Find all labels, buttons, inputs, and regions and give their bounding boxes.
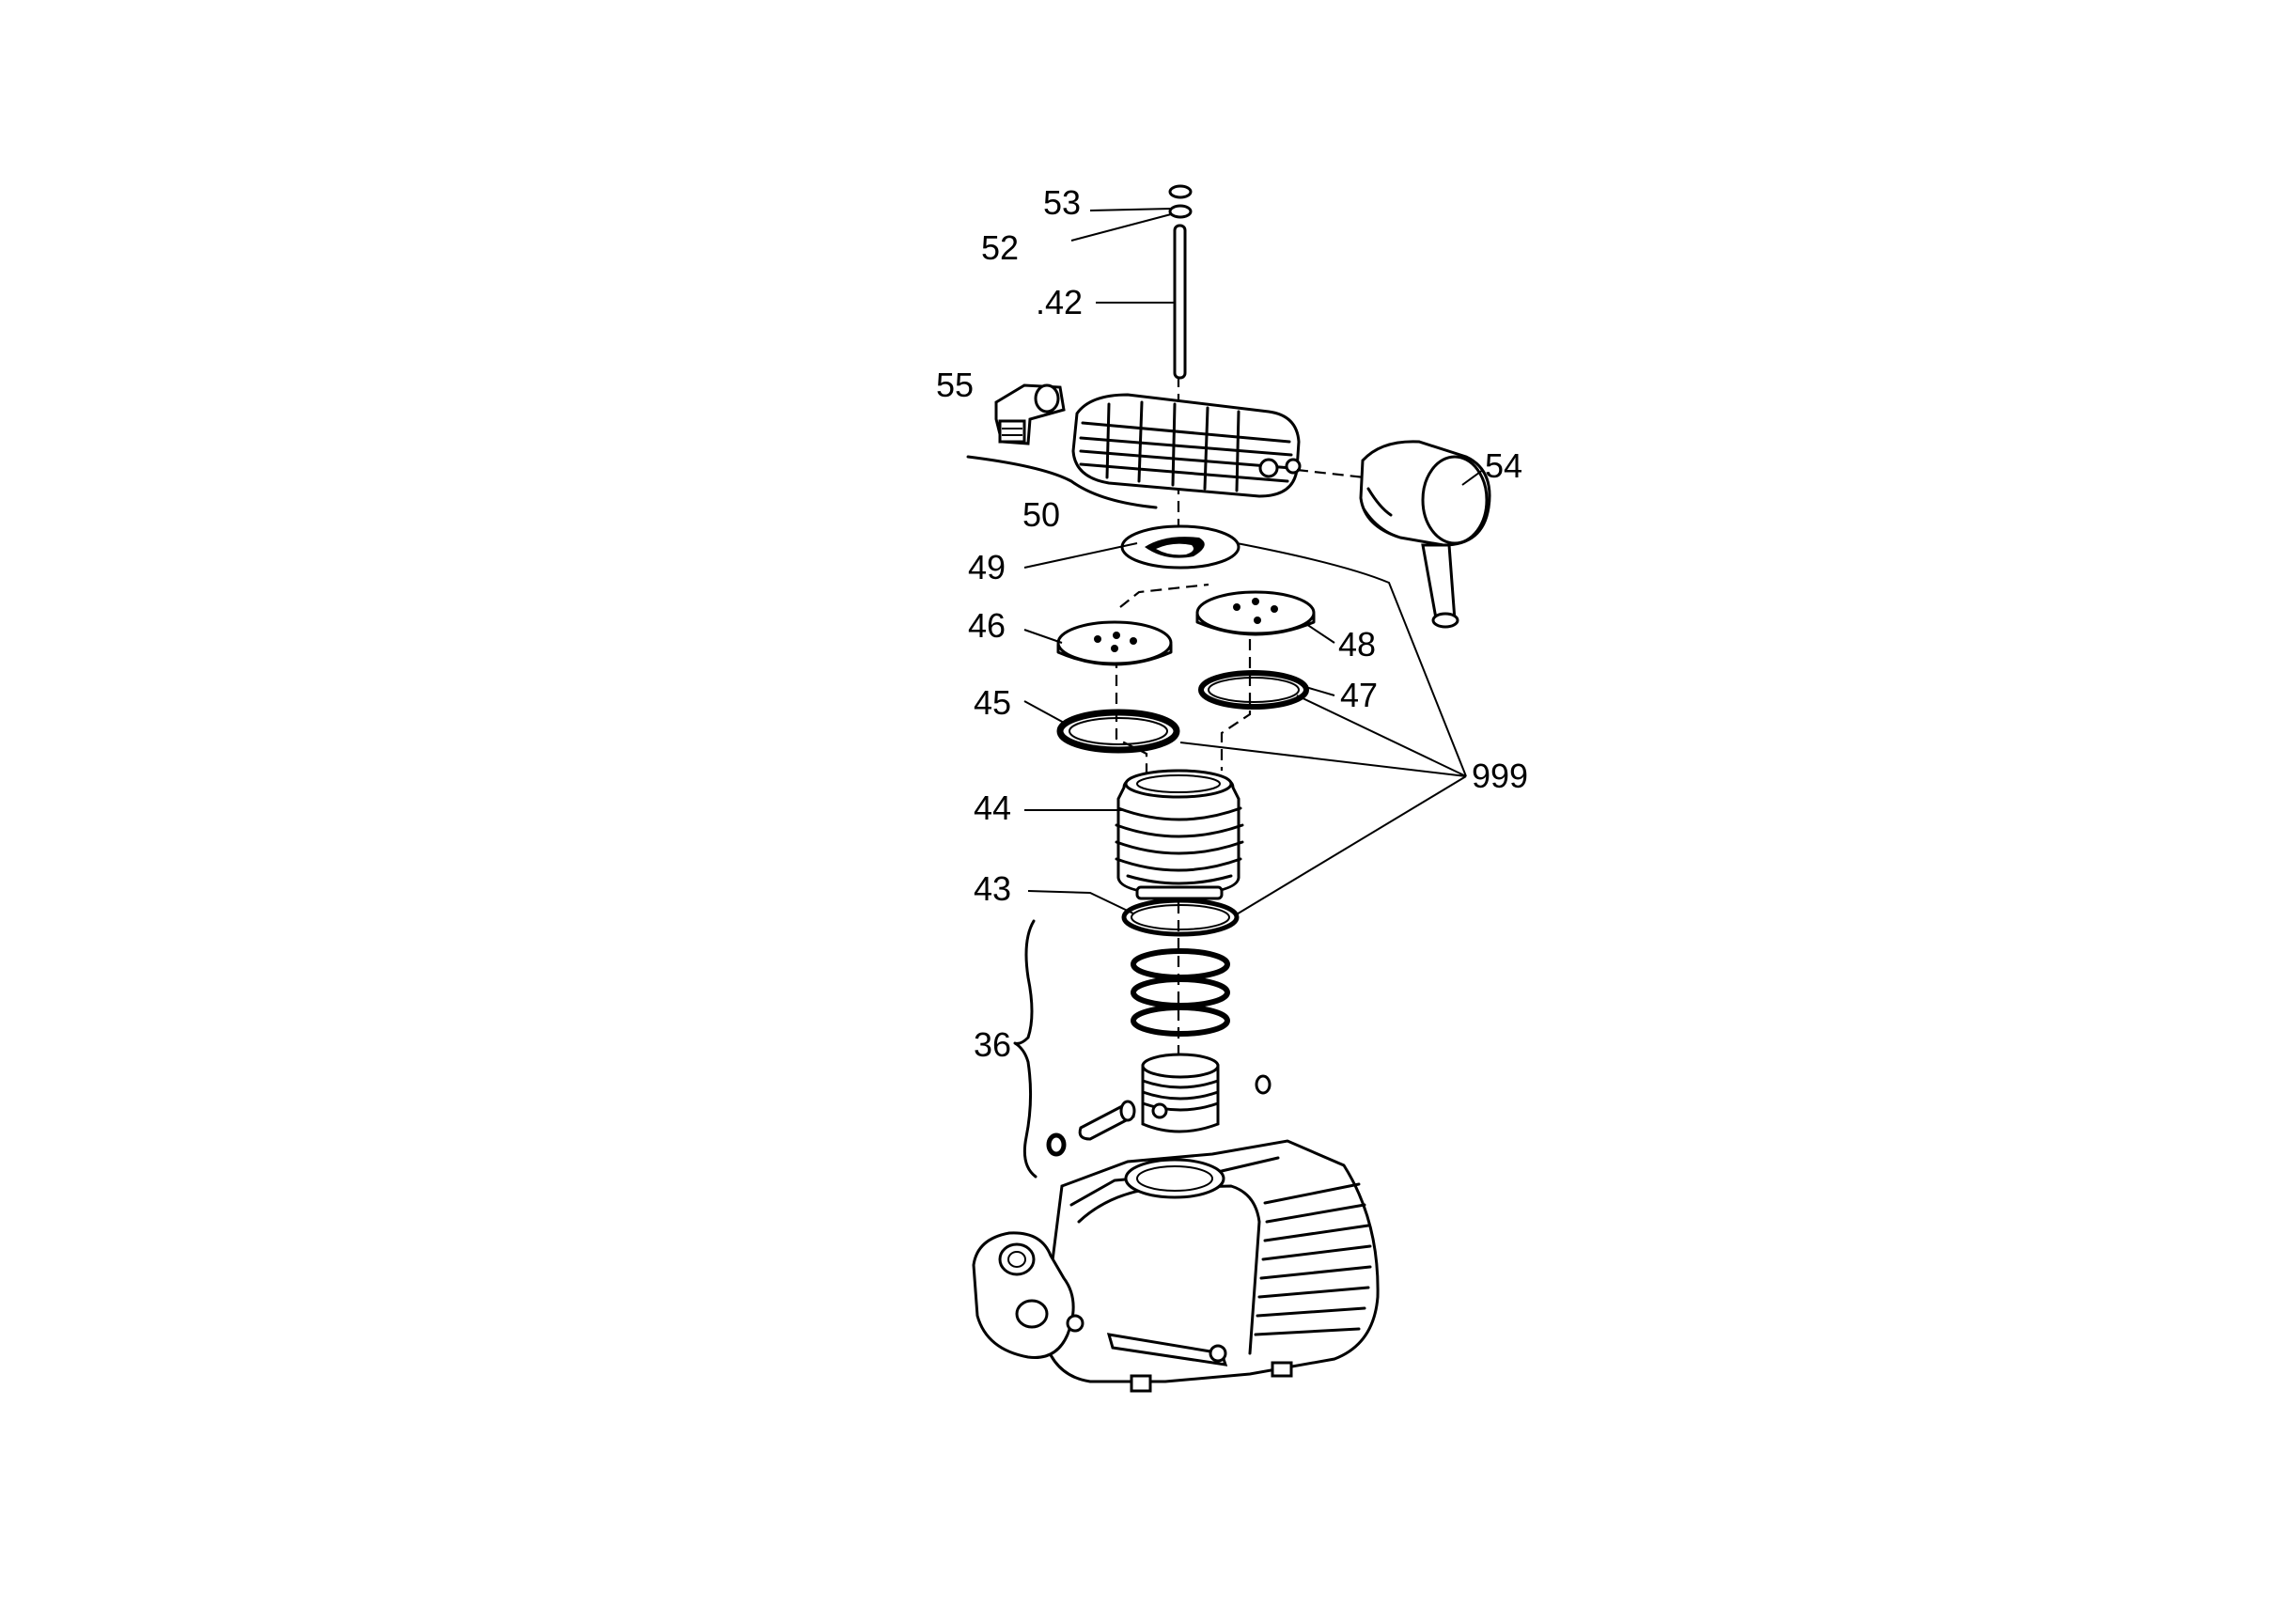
callout-55: 55 (936, 366, 974, 404)
callout-53: 53 (1043, 183, 1081, 222)
callout-47: 47 (1340, 676, 1378, 714)
part-53-washer (1168, 184, 1193, 199)
callout-54: 54 (1485, 446, 1522, 485)
crankcase (972, 1139, 1380, 1393)
leader-lines (1023, 208, 1484, 916)
guide-dash-a (1119, 583, 1209, 608)
brace-36 (1013, 919, 1038, 1179)
part-45-gasket-ring (1056, 709, 1180, 754)
callout-45: 45 (974, 683, 1011, 722)
guide-dash-b (1115, 639, 1148, 789)
piston-pin-clip-left (1046, 1132, 1067, 1157)
part-48-valve-plate (1195, 590, 1316, 636)
guide-dash-c (1220, 639, 1252, 771)
part-46-valve-plate (1056, 620, 1173, 666)
part-54-air-filter (1296, 440, 1491, 629)
part-52-nut (1168, 204, 1193, 219)
part-55-elbow-fitting (994, 383, 1066, 445)
callout-43: 43 (974, 869, 1011, 908)
callout-48: 48 (1338, 625, 1376, 664)
piston-pin (1078, 1100, 1136, 1141)
piston (1141, 1053, 1220, 1133)
part-43-gasket-ring (1121, 898, 1240, 937)
callout-46: 46 (968, 606, 1006, 645)
callout-999: 999 (1472, 757, 1528, 795)
callout-49: 49 (968, 548, 1006, 586)
piston-pin-clip-right (1255, 1074, 1272, 1095)
part-36-piston-rings (1131, 948, 1230, 1037)
part-44-cylinder (1115, 769, 1244, 900)
callout-44: 44 (974, 789, 1011, 827)
cylinder-head (1071, 393, 1302, 498)
callout-42: .42 (1036, 283, 1083, 321)
callout-36: 36 (974, 1025, 1011, 1064)
part-50-pipe-line (966, 455, 1158, 509)
callout-50: 50 (1022, 495, 1060, 534)
part-42-stud (1173, 224, 1187, 380)
part-47-gasket-ring (1198, 670, 1309, 710)
callout-52: 52 (981, 228, 1019, 267)
part-49-gasket (1120, 524, 1240, 570)
